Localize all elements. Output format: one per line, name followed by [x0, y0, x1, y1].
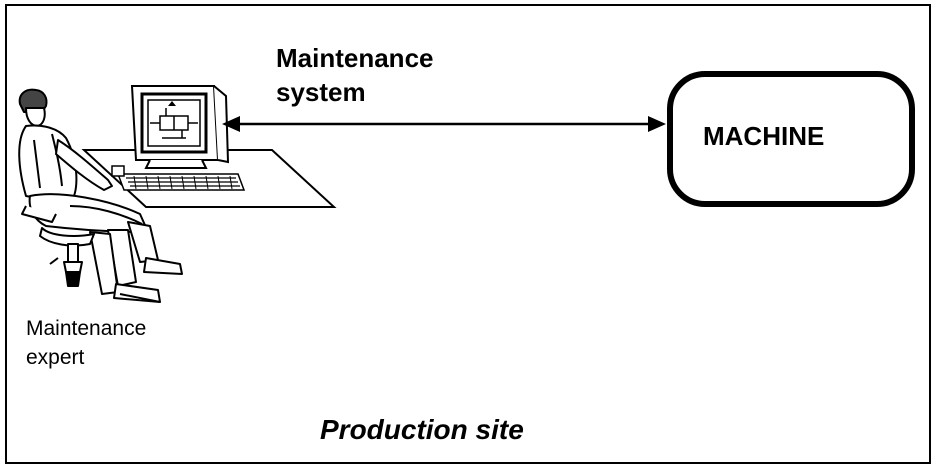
bidirectional-arrow	[222, 116, 666, 132]
expert-label-line2: expert	[26, 346, 85, 369]
keyboard-icon	[111, 165, 246, 191]
machine-node: MACHINE	[667, 71, 915, 207]
seated-person-icon	[18, 88, 183, 303]
system-label: Maintenance system	[276, 41, 434, 109]
system-label-line2: system	[276, 77, 366, 107]
expert-label-line1: Maintenance	[26, 317, 147, 340]
production-site-title: Production site	[320, 414, 524, 445]
computer-monitor-icon	[130, 85, 230, 169]
expert-label: Maintenance expert	[26, 314, 146, 372]
system-label-line1: Maintenance	[276, 43, 434, 73]
machine-label: MACHINE	[703, 121, 825, 151]
